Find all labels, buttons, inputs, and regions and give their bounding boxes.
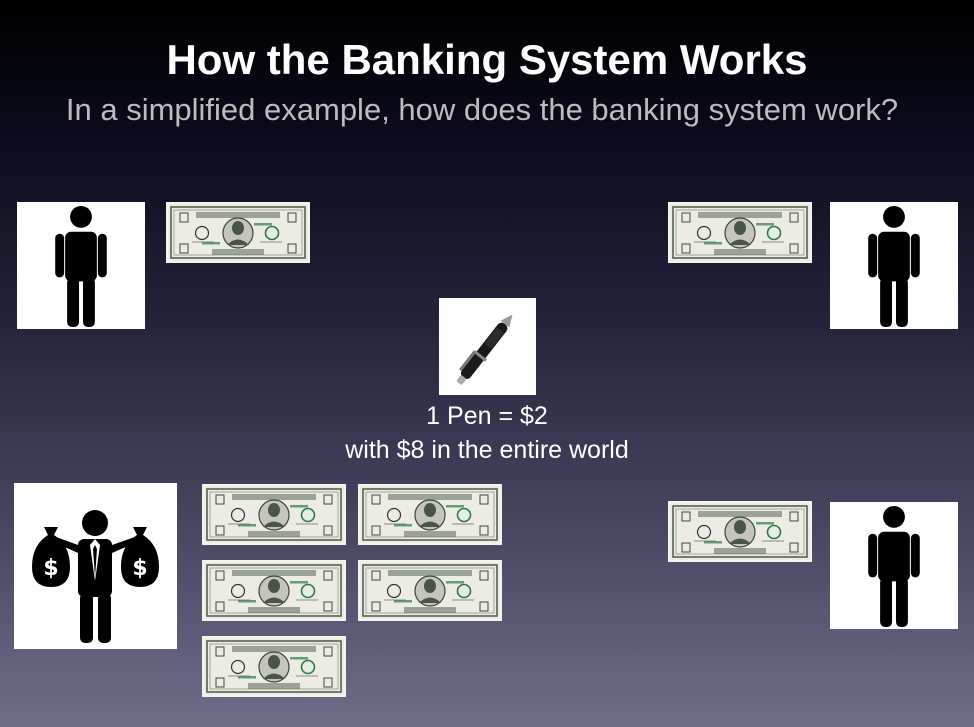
left-bag-dollar-sign: $ [43,556,58,581]
dollar-bill-icon [360,562,500,619]
person-top-left [17,202,145,329]
pen-price-label: 1 Pen = $2 [426,402,548,430]
dollar-bill-icon [204,638,344,695]
dollar-bill-icon [360,486,500,543]
dollar-bill-bank-3 [202,560,346,621]
person-silhouette-icon [17,202,145,329]
dollar-bill-top-right [668,202,812,263]
person-top-right [830,202,958,329]
dollar-bill-bank-1 [202,484,346,545]
person-silhouette-icon [830,202,958,329]
person-silhouette-icon [830,502,958,629]
pen-tile [439,298,536,395]
person-bottom-right [830,502,958,629]
dollar-bill-bank-2 [358,484,502,545]
dollar-bill-bank-5 [202,636,346,697]
dollar-bill-bank-4 [358,560,502,621]
dollar-bill-icon [670,503,810,560]
right-bag-dollar-sign: $ [132,556,147,581]
pen-icon [456,314,513,385]
banker-money-bags-icon: $ $ [32,510,159,643]
slide-subtitle: In a simplified example, how does the ba… [65,92,899,127]
dollar-bill-bottom-right [668,501,812,562]
dollar-bill-icon [168,204,308,261]
dollar-bill-icon [670,204,810,261]
dollar-bill-top-left [166,202,310,263]
dollar-bill-icon [204,486,344,543]
dollar-bill-icon [204,562,344,619]
world-money-label: with $8 in the entire world [345,436,629,464]
slide-title: How the Banking System Works [166,36,808,83]
banker-tile: $ $ [14,483,177,649]
